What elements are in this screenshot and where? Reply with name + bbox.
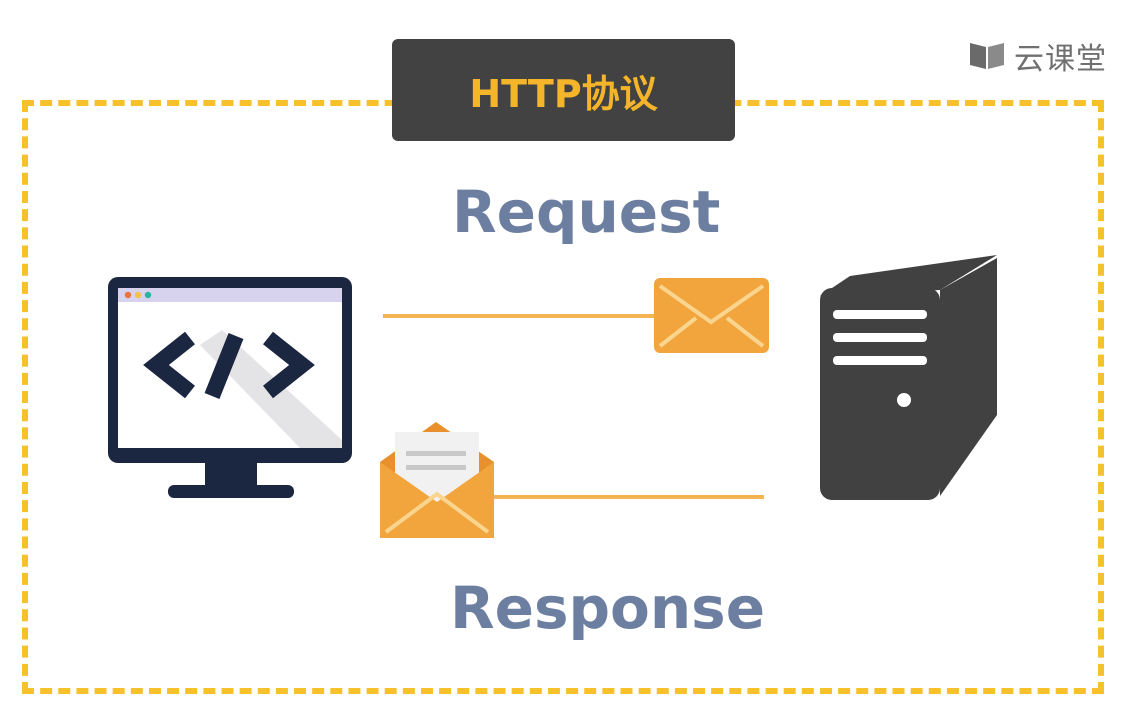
- closed-envelope-icon: [654, 278, 769, 353]
- request-label: Request: [452, 178, 721, 246]
- computer-monitor-code-icon: [108, 277, 352, 498]
- brand-logo: 云课堂: [968, 38, 1107, 77]
- book-icon: [970, 43, 1004, 69]
- server-tower-icon: [820, 255, 997, 500]
- logo-text: 云课堂: [1014, 42, 1107, 77]
- diagram-title: HTTP协议: [469, 71, 658, 116]
- title-box: HTTP协议: [392, 39, 735, 141]
- response-label: Response: [450, 574, 766, 642]
- open-envelope-letter-icon: [380, 422, 494, 538]
